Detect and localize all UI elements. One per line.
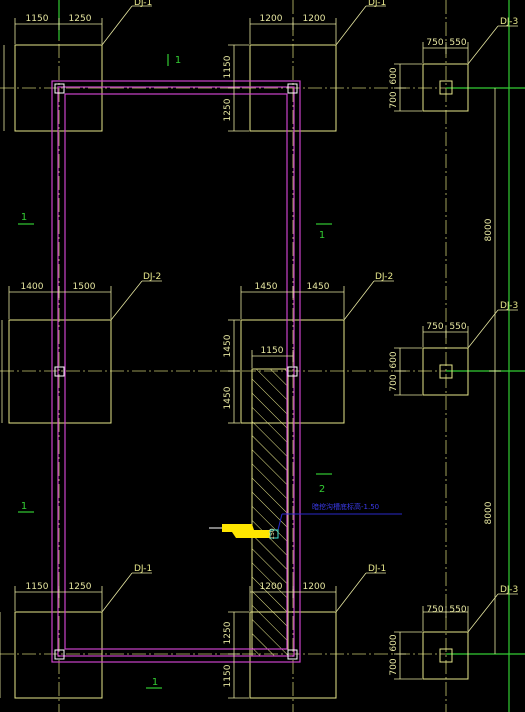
- dim-text: 550: [449, 605, 466, 615]
- dim-text: 1450: [255, 282, 278, 292]
- footing-label: DJ-1: [368, 564, 386, 574]
- footing-label: DJ-2: [375, 272, 393, 282]
- dim-text: 1200: [303, 14, 326, 24]
- dim-text: 1150: [26, 14, 49, 24]
- dim-text-vertical: 150: [269, 528, 276, 540]
- dim-text-vertical: 700: [389, 374, 399, 391]
- dim-text: 1250: [69, 582, 92, 592]
- dim-text-vertical: 1250: [223, 98, 233, 121]
- dim-text: 550: [449, 322, 466, 332]
- dim-text-vertical: 1150: [223, 55, 233, 78]
- green-reference-lines: [58, 0, 525, 712]
- dim-text-vertical: 700: [389, 658, 399, 675]
- section-number: 2: [319, 484, 325, 495]
- footing-label: DJ-3: [500, 17, 518, 27]
- column-markers: [54, 83, 298, 660]
- section-number: 1: [21, 212, 27, 223]
- dim-text: 750: [426, 38, 443, 48]
- footing-label: DJ-1: [368, 0, 386, 8]
- dim-text: 750: [426, 605, 443, 615]
- dim-text-vertical: 600: [389, 351, 399, 368]
- dim-text-vertical: 700: [389, 91, 399, 108]
- dim-text-vertical: 1450: [223, 386, 233, 409]
- dim-text-vertical: 1150: [223, 664, 233, 687]
- footing-label: DJ-1: [134, 0, 152, 8]
- dim-text: 1450: [307, 282, 330, 292]
- dim-text-vertical: 8000: [484, 218, 494, 241]
- dim-text: 1400: [21, 282, 44, 292]
- dim-text: 1500: [73, 282, 96, 292]
- dim-text: 1150: [261, 346, 284, 356]
- dim-text: 1250: [69, 14, 92, 24]
- footing-dj1-top-mid: [249, 44, 337, 132]
- footing-dj3-top: [422, 63, 469, 112]
- footing-outlines: [8, 44, 469, 699]
- footing-dj2-mid-left: [8, 319, 112, 424]
- footing-dj3-bot: [422, 631, 469, 680]
- dim-text: 1150: [26, 582, 49, 592]
- dim-text: 1200: [260, 14, 283, 24]
- dim-text-vertical: 8000: [484, 501, 494, 524]
- highlight-marker: [222, 524, 270, 538]
- ground-beams: [51, 80, 301, 663]
- trench-note: 暗挖沟槽底标高-1.50: [312, 502, 379, 511]
- footing-label: DJ-2: [143, 272, 161, 282]
- section-number: 1: [175, 55, 181, 66]
- footing-dj3-mid: [422, 347, 469, 396]
- section-number: 1: [152, 677, 158, 688]
- dimension-lines: [0, 18, 501, 699]
- footing-dj1-bot-mid: [249, 611, 337, 699]
- footing-dj2-mid-mid: [240, 319, 345, 424]
- section-number: 1: [21, 501, 27, 512]
- dim-text: 1200: [260, 582, 283, 592]
- hatched-trench: [251, 368, 289, 657]
- dim-text-vertical: 600: [389, 67, 399, 84]
- footing-label: DJ-3: [500, 301, 518, 311]
- dim-text: 750: [426, 322, 443, 332]
- section-number: 1: [319, 230, 325, 241]
- section-marks: [18, 54, 332, 689]
- leader-lines: [101, 5, 518, 633]
- dim-text-vertical: 600: [389, 634, 399, 651]
- footing-label: DJ-3: [500, 585, 518, 595]
- dim-text-vertical: 1450: [223, 334, 233, 357]
- dim-text-vertical: 1250: [223, 621, 233, 644]
- dim-text: 1200: [303, 582, 326, 592]
- footing-label: DJ-1: [134, 564, 152, 574]
- dim-text: 550: [449, 38, 466, 48]
